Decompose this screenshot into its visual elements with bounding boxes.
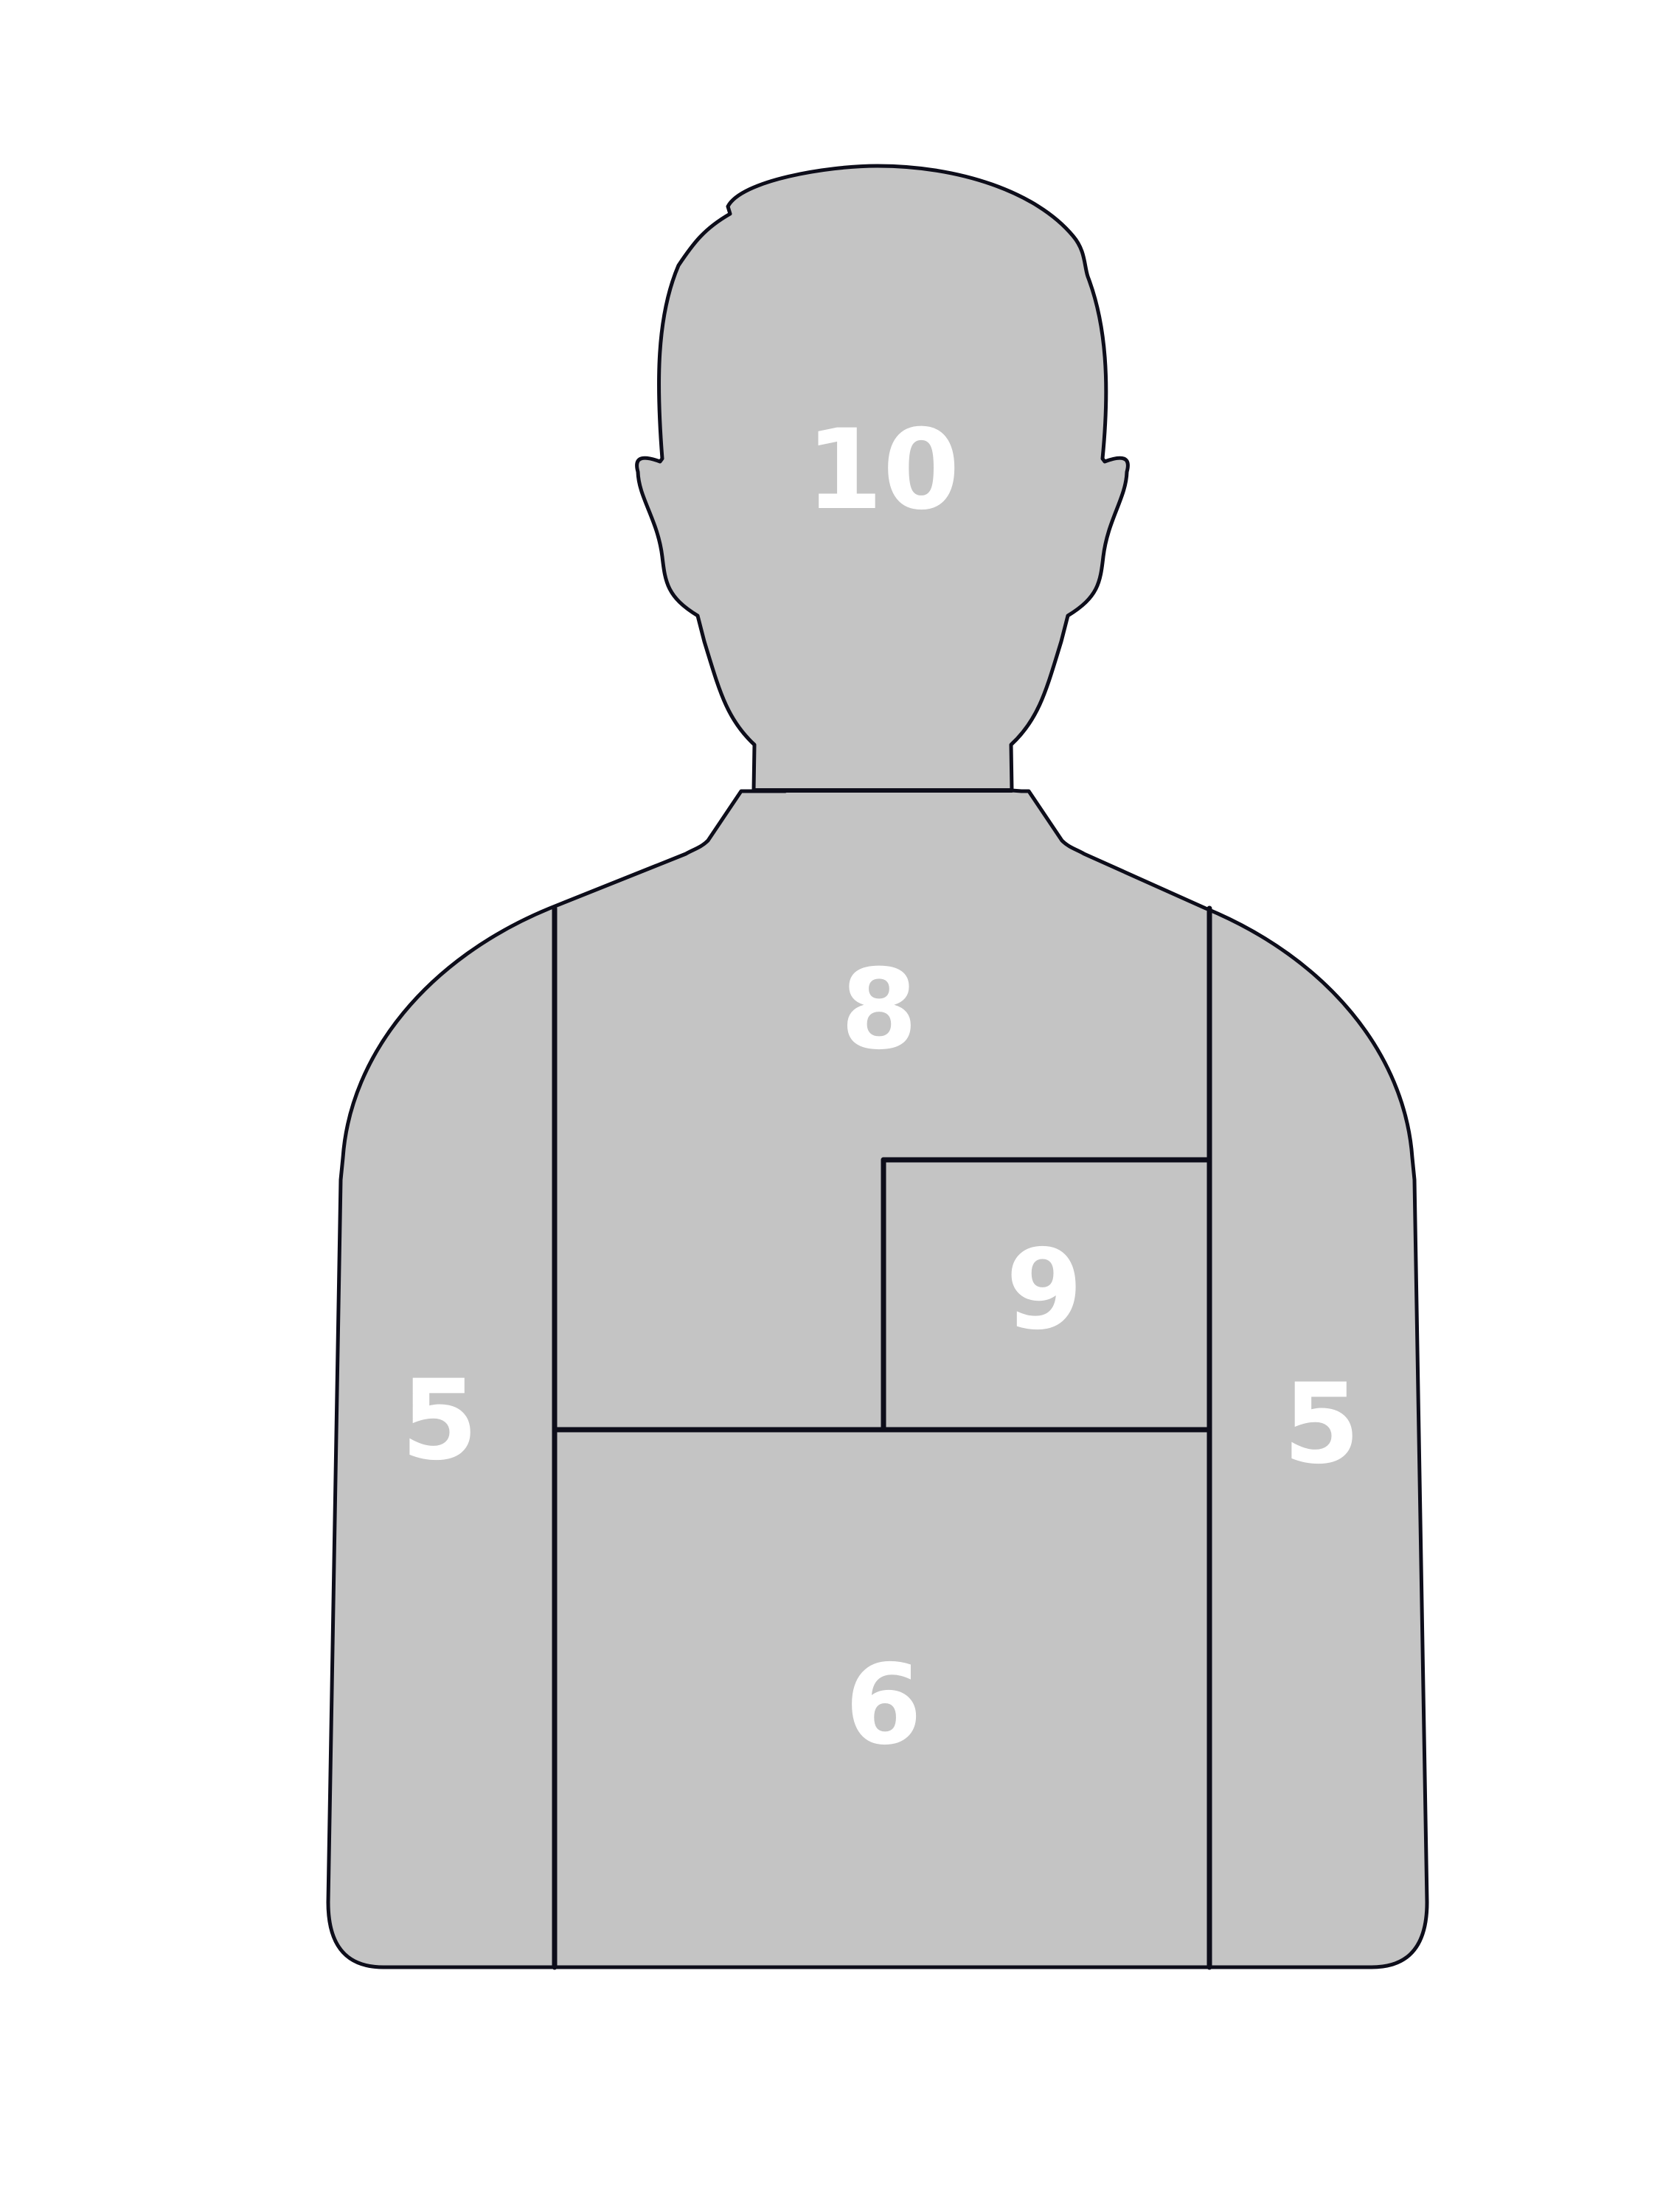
lower-torso-zone-score: 6 [845, 1641, 922, 1770]
inner-chest-zone-score: 9 [1006, 1226, 1083, 1354]
right-arm-zone-score: 5 [1283, 1360, 1360, 1489]
upper-torso-zone-score: 8 [841, 946, 917, 1074]
left-arm-zone-score: 5 [401, 1357, 478, 1485]
head-zone-score: 10 [806, 406, 960, 535]
silhouette-outline [326, 164, 1429, 1969]
